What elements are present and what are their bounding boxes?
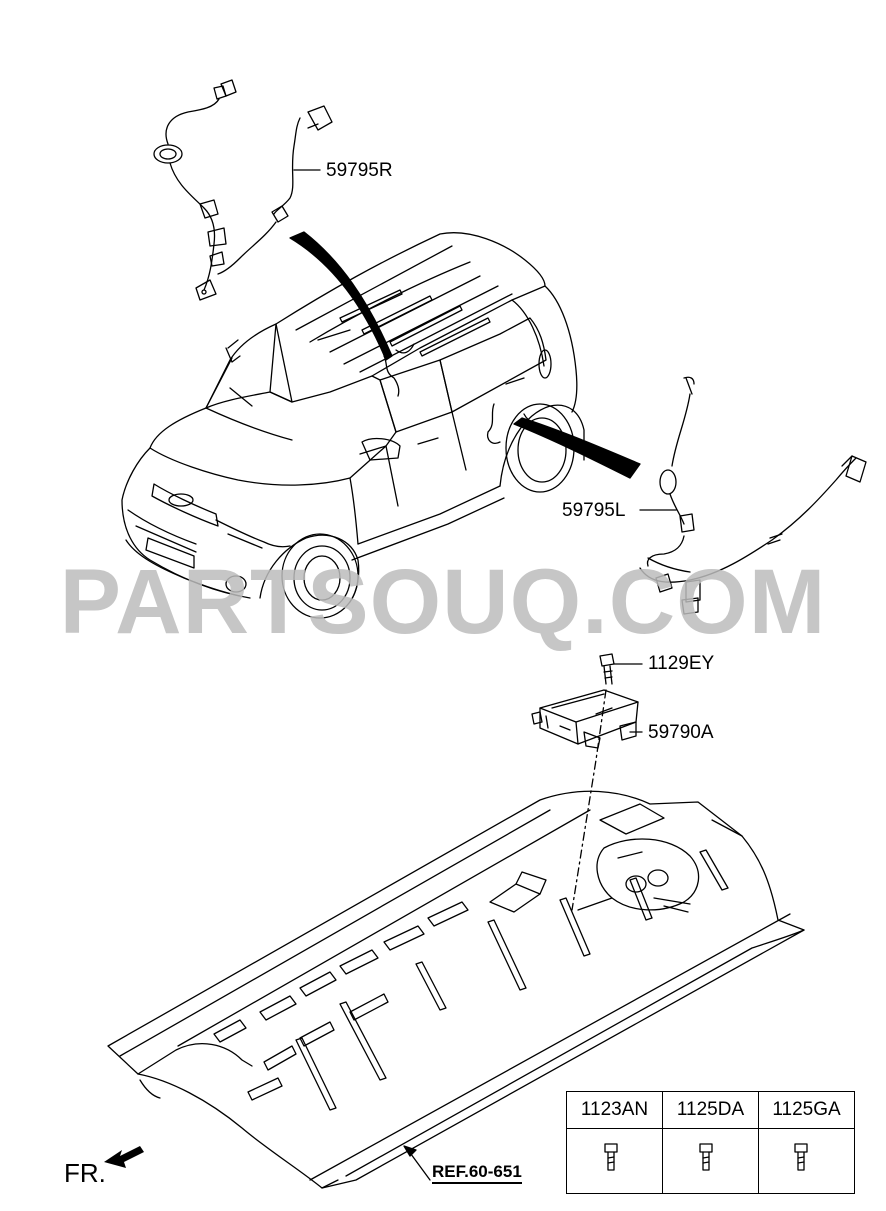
- sensor-harness-left: [639, 376, 867, 615]
- leader-wedge-left: [513, 417, 641, 479]
- watermark: PARTSOUQ.COM: [59, 551, 827, 653]
- fastener-cell: [758, 1128, 855, 1194]
- label-59795l[interactable]: 59795L: [562, 500, 626, 521]
- label-1129ey[interactable]: 1129EY: [648, 653, 715, 674]
- bolt-1129ey: [599, 653, 615, 685]
- fastener-header[interactable]: 1125DA: [662, 1091, 759, 1129]
- reference-label[interactable]: REF.60-651: [432, 1163, 522, 1184]
- fastener-table: 1123AN 1125DA 1125GA: [566, 1091, 855, 1194]
- leader-wedge-right: [289, 231, 393, 361]
- label-59795r[interactable]: 59795R: [326, 160, 393, 181]
- fastener-cell: [566, 1128, 663, 1194]
- vehicle-illustration: [121, 232, 585, 619]
- front-direction-label: FR.: [64, 1158, 106, 1188]
- label-59790a[interactable]: 59790A: [648, 722, 714, 743]
- sensor-harness-right: [153, 79, 333, 301]
- fastener-cell: [662, 1128, 759, 1194]
- front-arrow-icon: [104, 1146, 144, 1168]
- fastener-header[interactable]: 1125GA: [758, 1091, 855, 1129]
- floor-panel: [107, 790, 805, 1189]
- control-module-59790a: [531, 689, 639, 749]
- install-axis-line: [571, 689, 607, 911]
- fastener-header[interactable]: 1123AN: [566, 1091, 663, 1129]
